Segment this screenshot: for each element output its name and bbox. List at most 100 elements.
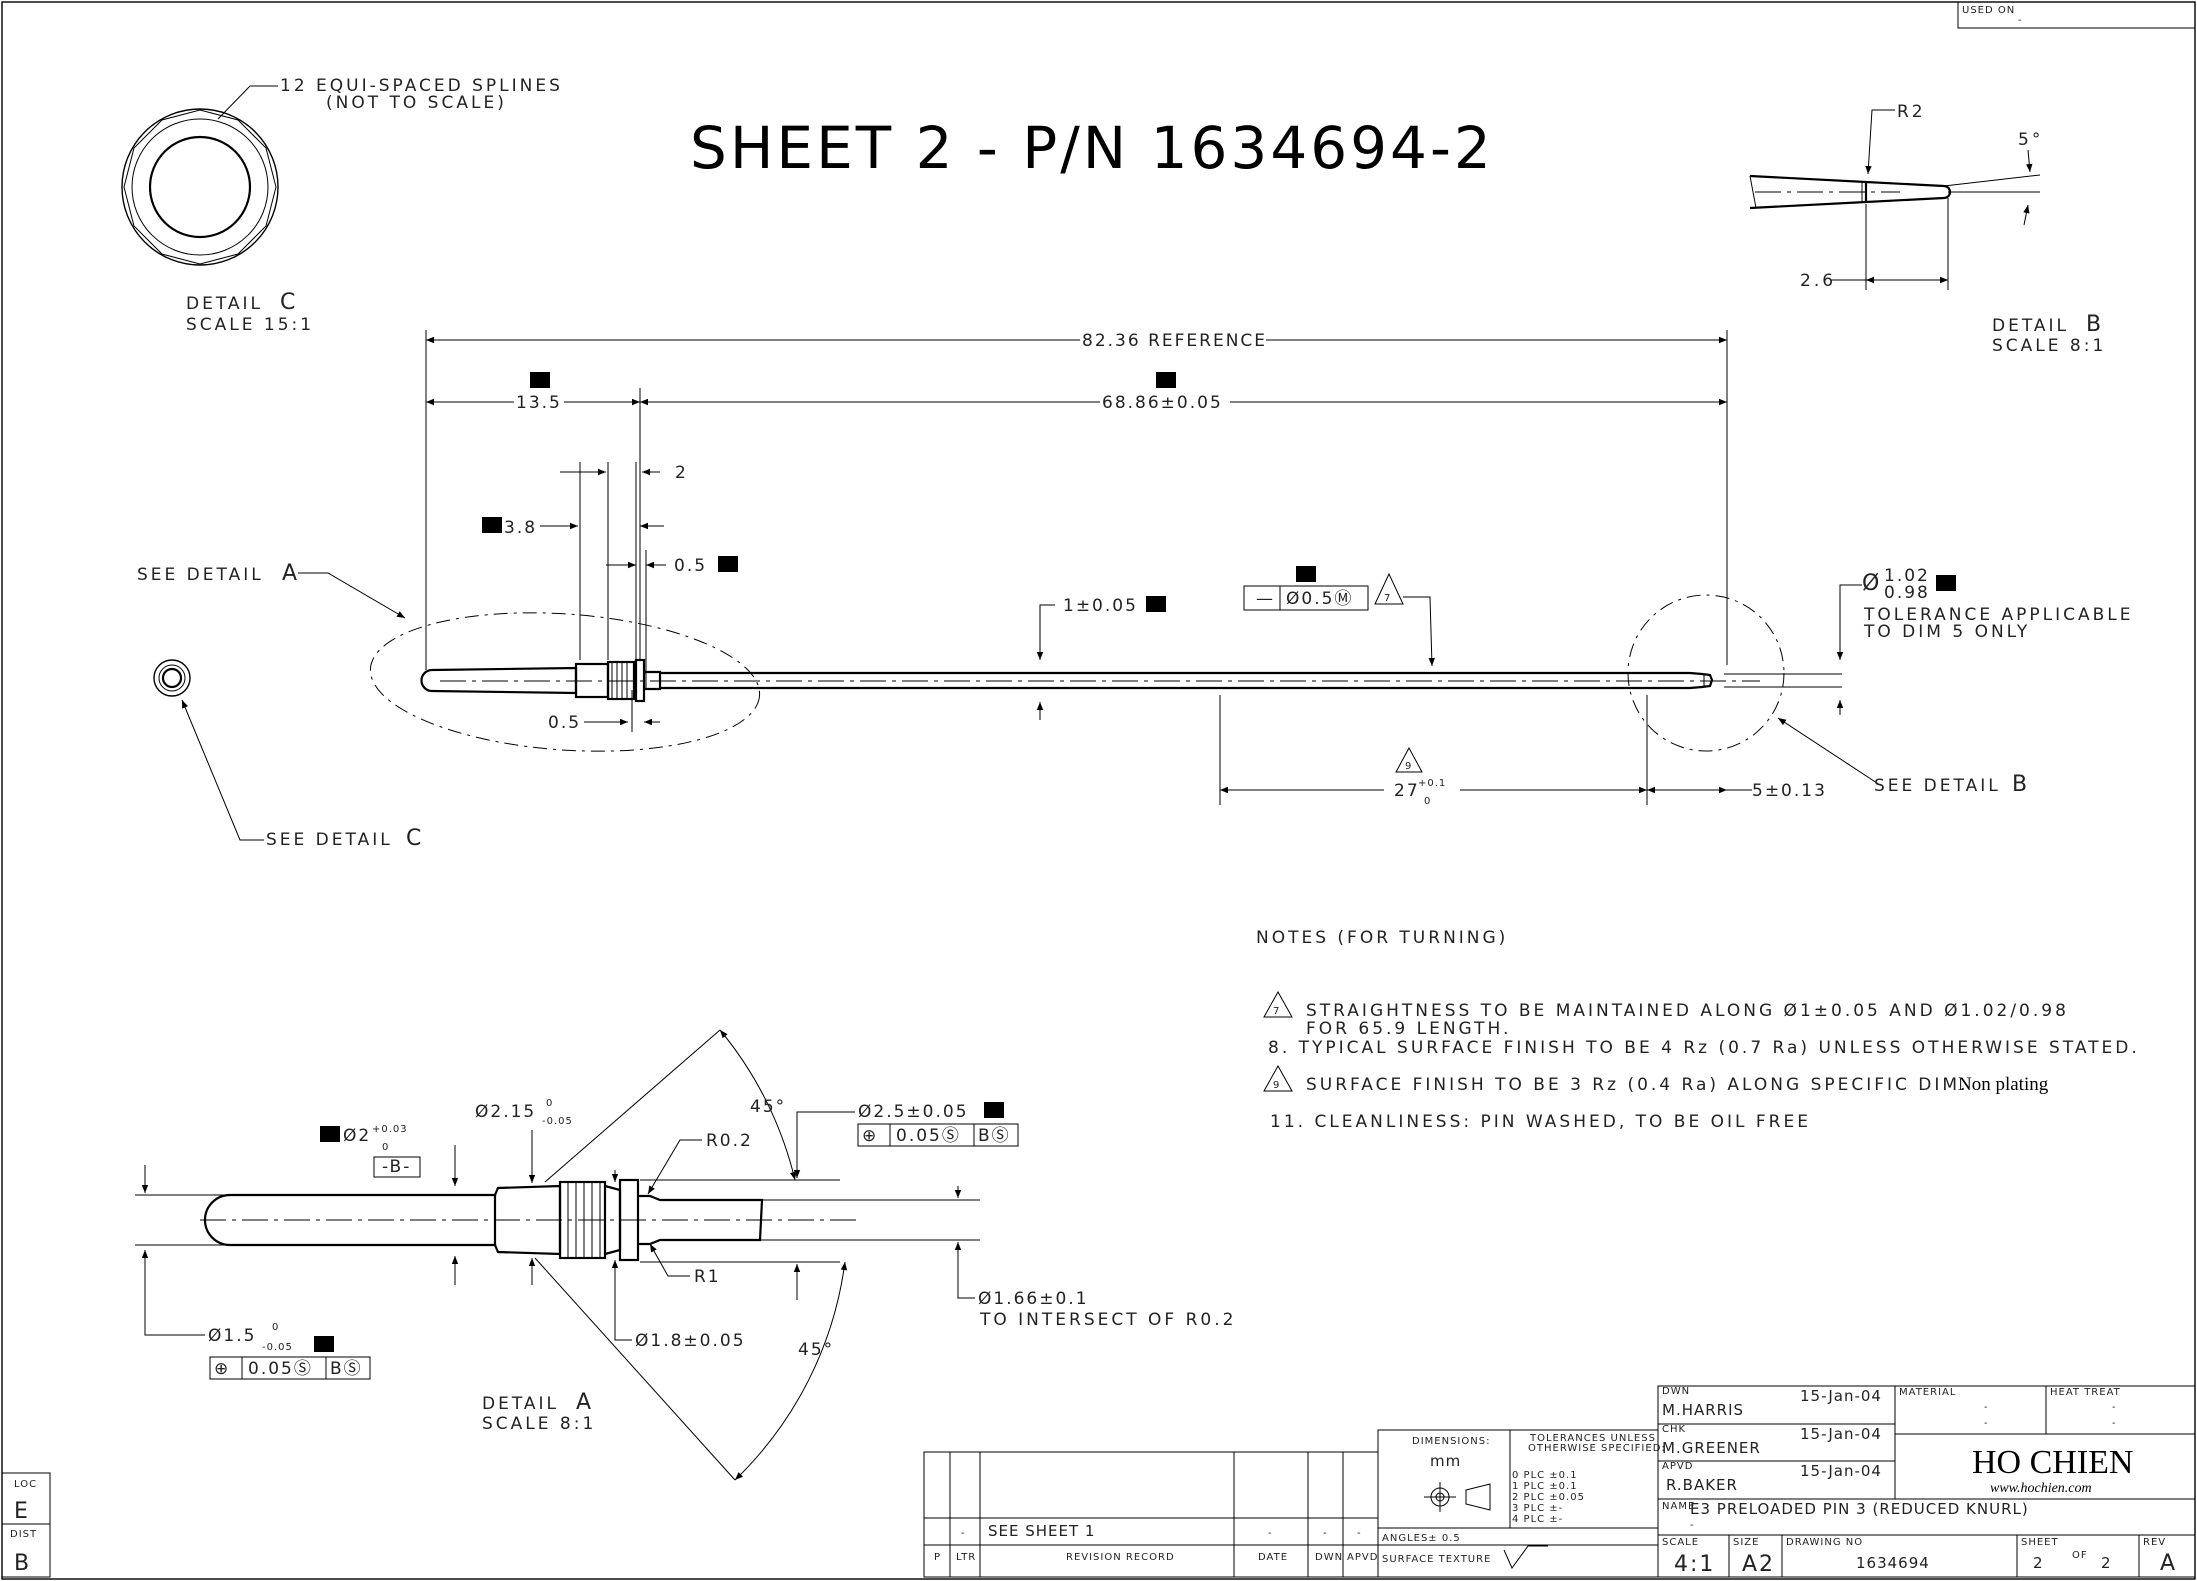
title-block: LOC E DIST B - SEE SHEET 1 - - - P LTR R… bbox=[1, 1385, 2196, 1578]
rev-head-p: P bbox=[934, 1552, 941, 1563]
detail-a-d215: Ø2.15 bbox=[475, 1102, 536, 1122]
heat-value-2: - bbox=[2112, 1418, 2117, 1429]
detail-a-d18: Ø1.8±0.05 bbox=[635, 1331, 746, 1351]
sheet-title: SHEET 2 - P/N 1634694-2 bbox=[690, 114, 1494, 182]
angles-label: ANGLES± 0.5 bbox=[1382, 1533, 1461, 1544]
rev-row-date: - bbox=[1268, 1528, 1273, 1539]
detail-c-letter: C bbox=[280, 290, 297, 315]
rev-row-ltr: - bbox=[961, 1528, 966, 1539]
drawing-no-label: DRAWING NO bbox=[1786, 1537, 1863, 1548]
see-detail-a-letter: A bbox=[282, 561, 299, 586]
detail-a: Ø1.5 0 -0.05 ⊕ 0.05Ⓢ BⓈ Ø2 +0.03 0 -B- Ø… bbox=[135, 1029, 1236, 1481]
rev-head-record: REVISION RECORD bbox=[1066, 1552, 1175, 1563]
used-on-value: - bbox=[2018, 15, 2023, 26]
note-9: SURFACE FINISH TO BE 3 Rz (0.4 Ra) ALONG… bbox=[1306, 1075, 1969, 1095]
detail-b-scale: SCALE 8:1 bbox=[1992, 336, 2106, 356]
scale-value: 4:1 bbox=[1674, 1552, 1715, 1577]
detail-c: 12 EQUI-SPACED SPLINES (NOT TO SCALE) DE… bbox=[121, 76, 560, 851]
dim-5: 5±0.13 bbox=[1752, 781, 1827, 801]
note-7-line-2: FOR 65.9 LENGTH. bbox=[1306, 1019, 1511, 1039]
detail-a-d166-note: TO INTERSECT OF R0.2 bbox=[979, 1310, 1236, 1330]
detail-a-r1: R1 bbox=[694, 1267, 721, 1287]
dim-2: 2 bbox=[675, 463, 688, 483]
rev-row-apvd: - bbox=[1357, 1528, 1362, 1539]
detail-b-label: DETAIL bbox=[1992, 316, 2069, 336]
used-on-label: USED ON bbox=[1962, 5, 2015, 16]
fcf-1-value: 0.05Ⓢ bbox=[896, 1126, 961, 1146]
dim-3-8: 3.8 bbox=[504, 518, 537, 538]
material-value: - bbox=[1984, 1402, 1989, 1413]
company-name: HO CHIEN bbox=[1972, 1444, 2133, 1481]
note-7-flag: 7 bbox=[1273, 1006, 1280, 1017]
tol-row-0: 0 PLC ±0.1 bbox=[1512, 1470, 1578, 1481]
surface-texture-symbol bbox=[1503, 1545, 1548, 1569]
dim-27: 27 bbox=[1394, 781, 1420, 801]
heat-label: HEAT TREAT bbox=[2050, 1387, 2121, 1398]
dwn-name: M.HARRIS bbox=[1662, 1401, 1744, 1419]
detail-b-letter: B bbox=[2086, 312, 2103, 337]
detail-a-nose bbox=[203, 1193, 497, 1247]
fcf-1-ref: BⓈ bbox=[978, 1126, 1011, 1146]
dia-bottom-tol: 0.98 bbox=[1884, 583, 1930, 603]
detail-a-boundary bbox=[369, 612, 761, 752]
name-value: E3 PRELOADED PIN 3 (REDUCED KNURL) bbox=[1690, 1500, 2029, 1518]
detail-b-boundary bbox=[1627, 594, 1785, 752]
sheet-value: 2 bbox=[2033, 1554, 2044, 1572]
see-detail-a: SEE DETAIL bbox=[137, 565, 264, 585]
heat-value: - bbox=[2112, 1402, 2117, 1413]
detail-a-d215-minus: -0.05 bbox=[542, 1116, 573, 1127]
note-9-flag: 9 bbox=[1273, 1080, 1280, 1091]
dimensions-unit: mm bbox=[1430, 1452, 1461, 1470]
dim-27-plus: +0.1 bbox=[1418, 778, 1446, 789]
size-label: SIZE bbox=[1733, 1537, 1759, 1548]
detail-a-d25: Ø2.5±0.05 bbox=[858, 1102, 969, 1122]
name-label: NAME bbox=[1662, 1501, 1695, 1512]
rev-value: A bbox=[2160, 1551, 2177, 1576]
size-value: A2 bbox=[1742, 1552, 1775, 1577]
detail-c-callout-2: (NOT TO SCALE) bbox=[326, 93, 507, 113]
note-9-extra: Non plating bbox=[1958, 1074, 2049, 1095]
dimensions-label: DIMENSIONS: bbox=[1412, 1436, 1490, 1447]
of-value: 2 bbox=[2101, 1554, 2112, 1572]
see-detail-b: SEE DETAIL bbox=[1874, 776, 2001, 796]
fcf-straightness-value: Ø0.5Ⓜ bbox=[1286, 589, 1353, 609]
dwn-label: DWN bbox=[1662, 1386, 1690, 1397]
detail-a-letter: A bbox=[576, 1390, 593, 1415]
see-detail-c: SEE DETAIL bbox=[266, 830, 393, 850]
detail-b: R2 5° 2.6 DETAIL B SCALE 8:1 bbox=[1749, 102, 2106, 356]
detail-a-d15-minus: -0.05 bbox=[262, 1342, 293, 1353]
dist-label: DIST bbox=[10, 1529, 37, 1540]
rev-head-apvd: APVD bbox=[1347, 1552, 1378, 1563]
fcf-straightness-symbol: — bbox=[1256, 589, 1275, 609]
fcf-position-symbol-1: ⊕ bbox=[862, 1126, 878, 1146]
chk-name: M.GREENER bbox=[1662, 1439, 1761, 1457]
surface-texture-label: SURFACE TEXTURE bbox=[1382, 1554, 1491, 1565]
dim-0-5-top: 0.5 bbox=[674, 556, 707, 576]
drawing-no-value: 1634694 bbox=[1856, 1554, 1930, 1572]
tolerances-label-1: TOLERANCES UNLESS bbox=[1529, 1433, 1656, 1444]
datum-b: -B- bbox=[382, 1157, 411, 1177]
detail-a-label: DETAIL bbox=[482, 1394, 559, 1414]
main-view: 82.36 REFERENCE 13.5 68.86±0.05 2 3.8 0.… bbox=[137, 330, 2130, 808]
tol-row-4: 4 PLC ±- bbox=[1512, 1514, 1563, 1525]
dim-1-main: 1±0.05 bbox=[1063, 596, 1138, 616]
detail-b-len: 2.6 bbox=[1800, 271, 1836, 291]
flag-7-main: 7 bbox=[1384, 593, 1391, 604]
material-label: MATERIAL bbox=[1899, 1387, 1956, 1398]
rev-row-record: SEE SHEET 1 bbox=[988, 1522, 1095, 1540]
detail-a-d2-minus: 0 bbox=[382, 1142, 389, 1153]
rev-head-date: DATE bbox=[1258, 1552, 1288, 1563]
loc-value: E bbox=[14, 1499, 30, 1524]
dia-symbol-main: Ø bbox=[1862, 571, 1881, 596]
fcf-2-value: 0.05Ⓢ bbox=[248, 1359, 313, 1379]
detail-a-d215-plus: 0 bbox=[546, 1098, 553, 1109]
dim-27-minus: 0 bbox=[1424, 796, 1431, 807]
dwn-date: 15-Jan-04 bbox=[1800, 1387, 1882, 1405]
detail-a-r02: R0.2 bbox=[706, 1131, 753, 1151]
chk-date: 15-Jan-04 bbox=[1800, 1425, 1882, 1443]
detail-a-d166: Ø1.66±0.1 bbox=[978, 1289, 1089, 1309]
see-detail-c-letter: C bbox=[406, 826, 423, 851]
note-8: 8. TYPICAL SURFACE FINISH TO BE 4 Rz (0.… bbox=[1268, 1038, 2140, 1058]
